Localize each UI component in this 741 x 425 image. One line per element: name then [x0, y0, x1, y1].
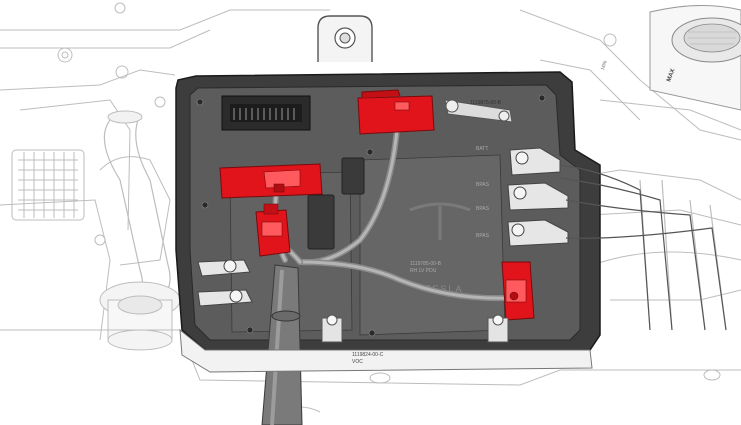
battery-cables: [559, 164, 727, 331]
top-mount-tab: [317, 15, 373, 62]
small-port: [307, 194, 335, 250]
multi-pin-connector: [221, 95, 311, 131]
post-label-bpas-2: BPAS: [476, 206, 490, 212]
small-port: [341, 157, 365, 195]
left-terminal-posts: [197, 259, 253, 307]
center-part-sub: RH LV PDU: [410, 268, 437, 274]
terminal-post: [507, 182, 569, 211]
brand-emblem: [409, 202, 471, 212]
post-label-bpas-3: BPAS: [476, 233, 490, 239]
engine-bay-background: [0, 2, 741, 413]
center-part-number: 1119785-00-B: [410, 261, 442, 267]
coolant-hose: [103, 110, 171, 311]
left-mount: [99, 281, 181, 351]
fluid-reservoir: MAX MIN: [600, 5, 741, 111]
right-connector: [501, 261, 535, 321]
bottom-bracket: 1119824-00-C VOC: [179, 314, 593, 373]
terminal-post: [509, 147, 561, 176]
terminal-post: [507, 219, 569, 247]
ground-strap: 1119875-00-B: [444, 99, 513, 123]
post-label-batt: BATT: [476, 146, 488, 152]
reservoir-max-label: MAX: [666, 68, 676, 83]
left-grille: [11, 149, 85, 221]
bottom-part-number: 1119824-00-C: [352, 352, 384, 358]
top-part-number: 1119875-00-B: [470, 100, 502, 106]
lower-left-connector: [255, 203, 291, 257]
reservoir-min-label: MIN: [600, 60, 609, 71]
top-center-connector: [357, 89, 435, 135]
left-connector: [219, 163, 323, 199]
post-label-bpas-1: BPAS: [476, 182, 490, 188]
bottom-part-sub: VOC: [352, 359, 363, 365]
brand-mark: TESLA: [425, 284, 464, 294]
highlighted-connectors: [219, 89, 535, 321]
terminal-posts: BATT BPAS BPAS BPAS: [476, 146, 569, 247]
